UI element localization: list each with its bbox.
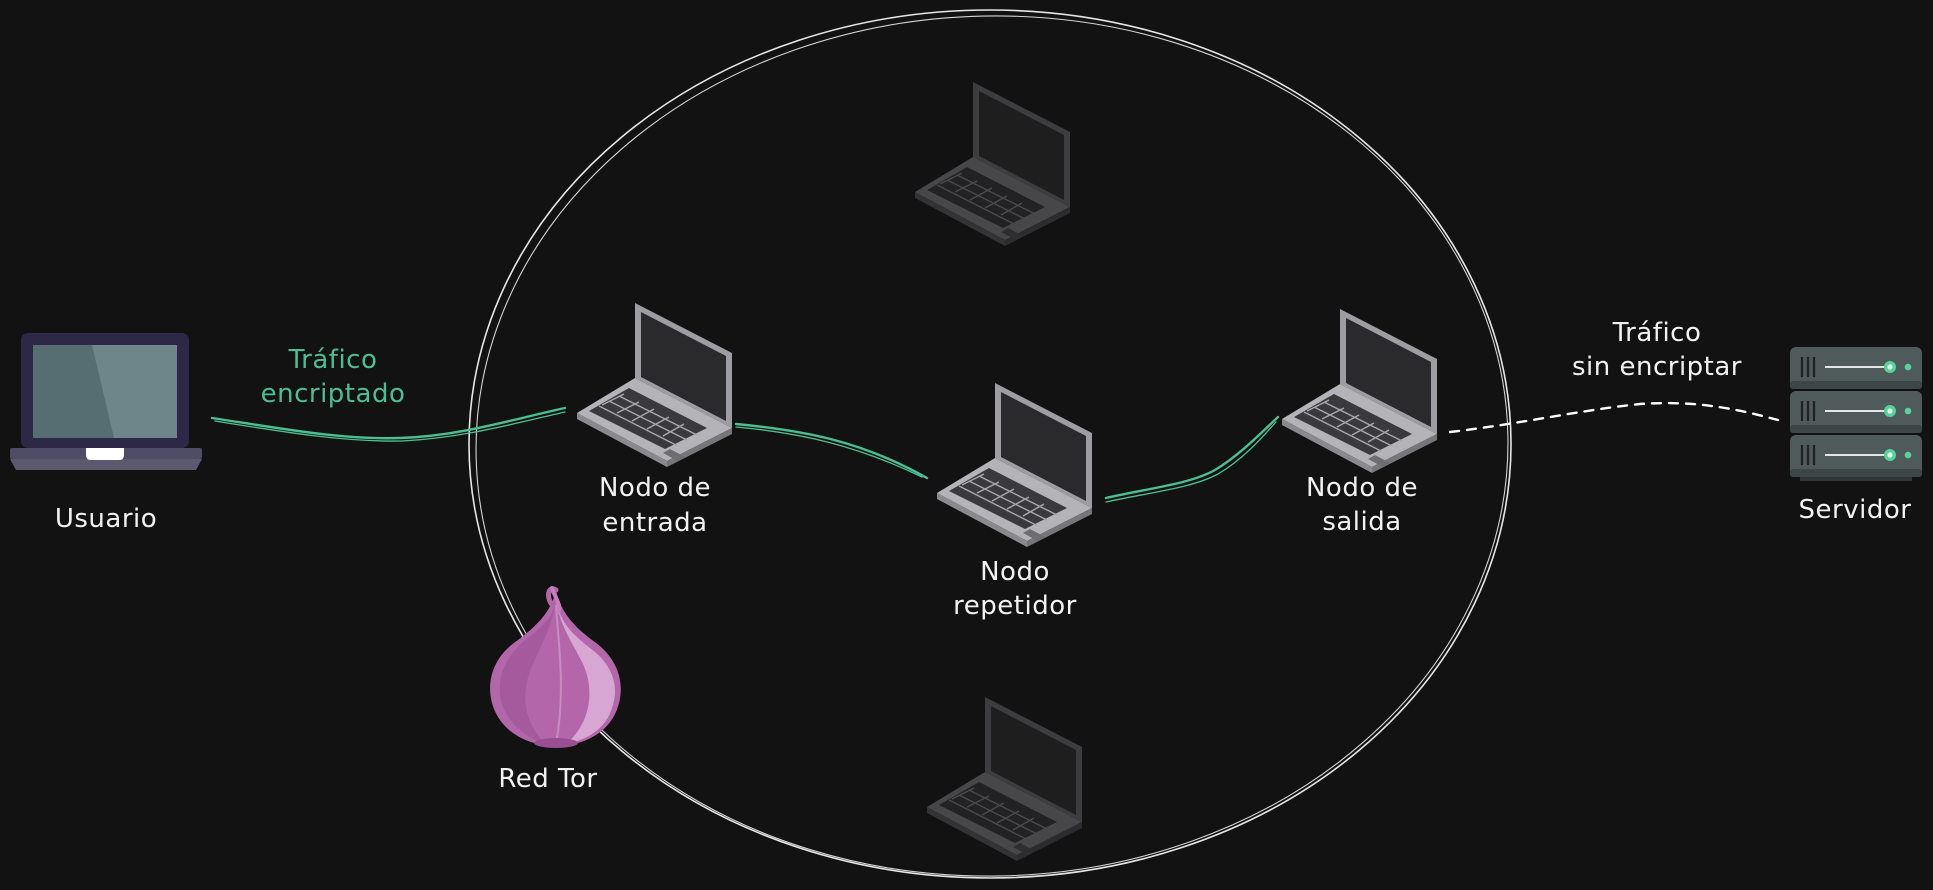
server-icon — [1788, 345, 1924, 481]
exit-node-label-line2: salida — [1322, 507, 1401, 537]
user-laptop-icon — [10, 333, 202, 470]
encrypted-traffic-label-line2: encriptado — [261, 379, 406, 409]
idle-node-bottom-laptop-icon — [926, 696, 1083, 862]
encrypted-link-relay-exit — [1104, 415, 1280, 503]
unencrypted-traffic-label-line2: sin encriptar — [1572, 352, 1742, 382]
tor-network-label: Red Tor — [498, 764, 597, 794]
server-label: Servidor — [1799, 495, 1912, 525]
entry-node-label-line1: Nodo de — [599, 473, 711, 503]
relay-node-laptop-icon — [936, 382, 1093, 548]
idle-node-top-laptop-icon — [914, 81, 1071, 247]
unencrypted-traffic-label-line1: Tráfico — [1612, 318, 1702, 348]
encrypted-link-entry-relay — [734, 422, 929, 480]
exit-node-laptop-icon — [1281, 308, 1438, 474]
relay-node-label-line1: Nodo — [980, 557, 1050, 587]
user-label: Usuario — [55, 504, 157, 534]
encrypted-traffic-label-line1: Tráfico — [288, 345, 378, 375]
encrypted-link-user-entry — [210, 406, 567, 442]
entry-node-label-line2: entrada — [602, 508, 707, 538]
tor-network-boundary — [468, 9, 1512, 879]
entry-node-laptop-icon — [576, 302, 733, 468]
exit-node-label-line1: Nodo de — [1306, 473, 1418, 503]
unencrypted-link-exit-server — [1448, 401, 1780, 434]
onion-icon — [490, 586, 621, 748]
relay-node-label-line2: repetidor — [953, 591, 1077, 621]
